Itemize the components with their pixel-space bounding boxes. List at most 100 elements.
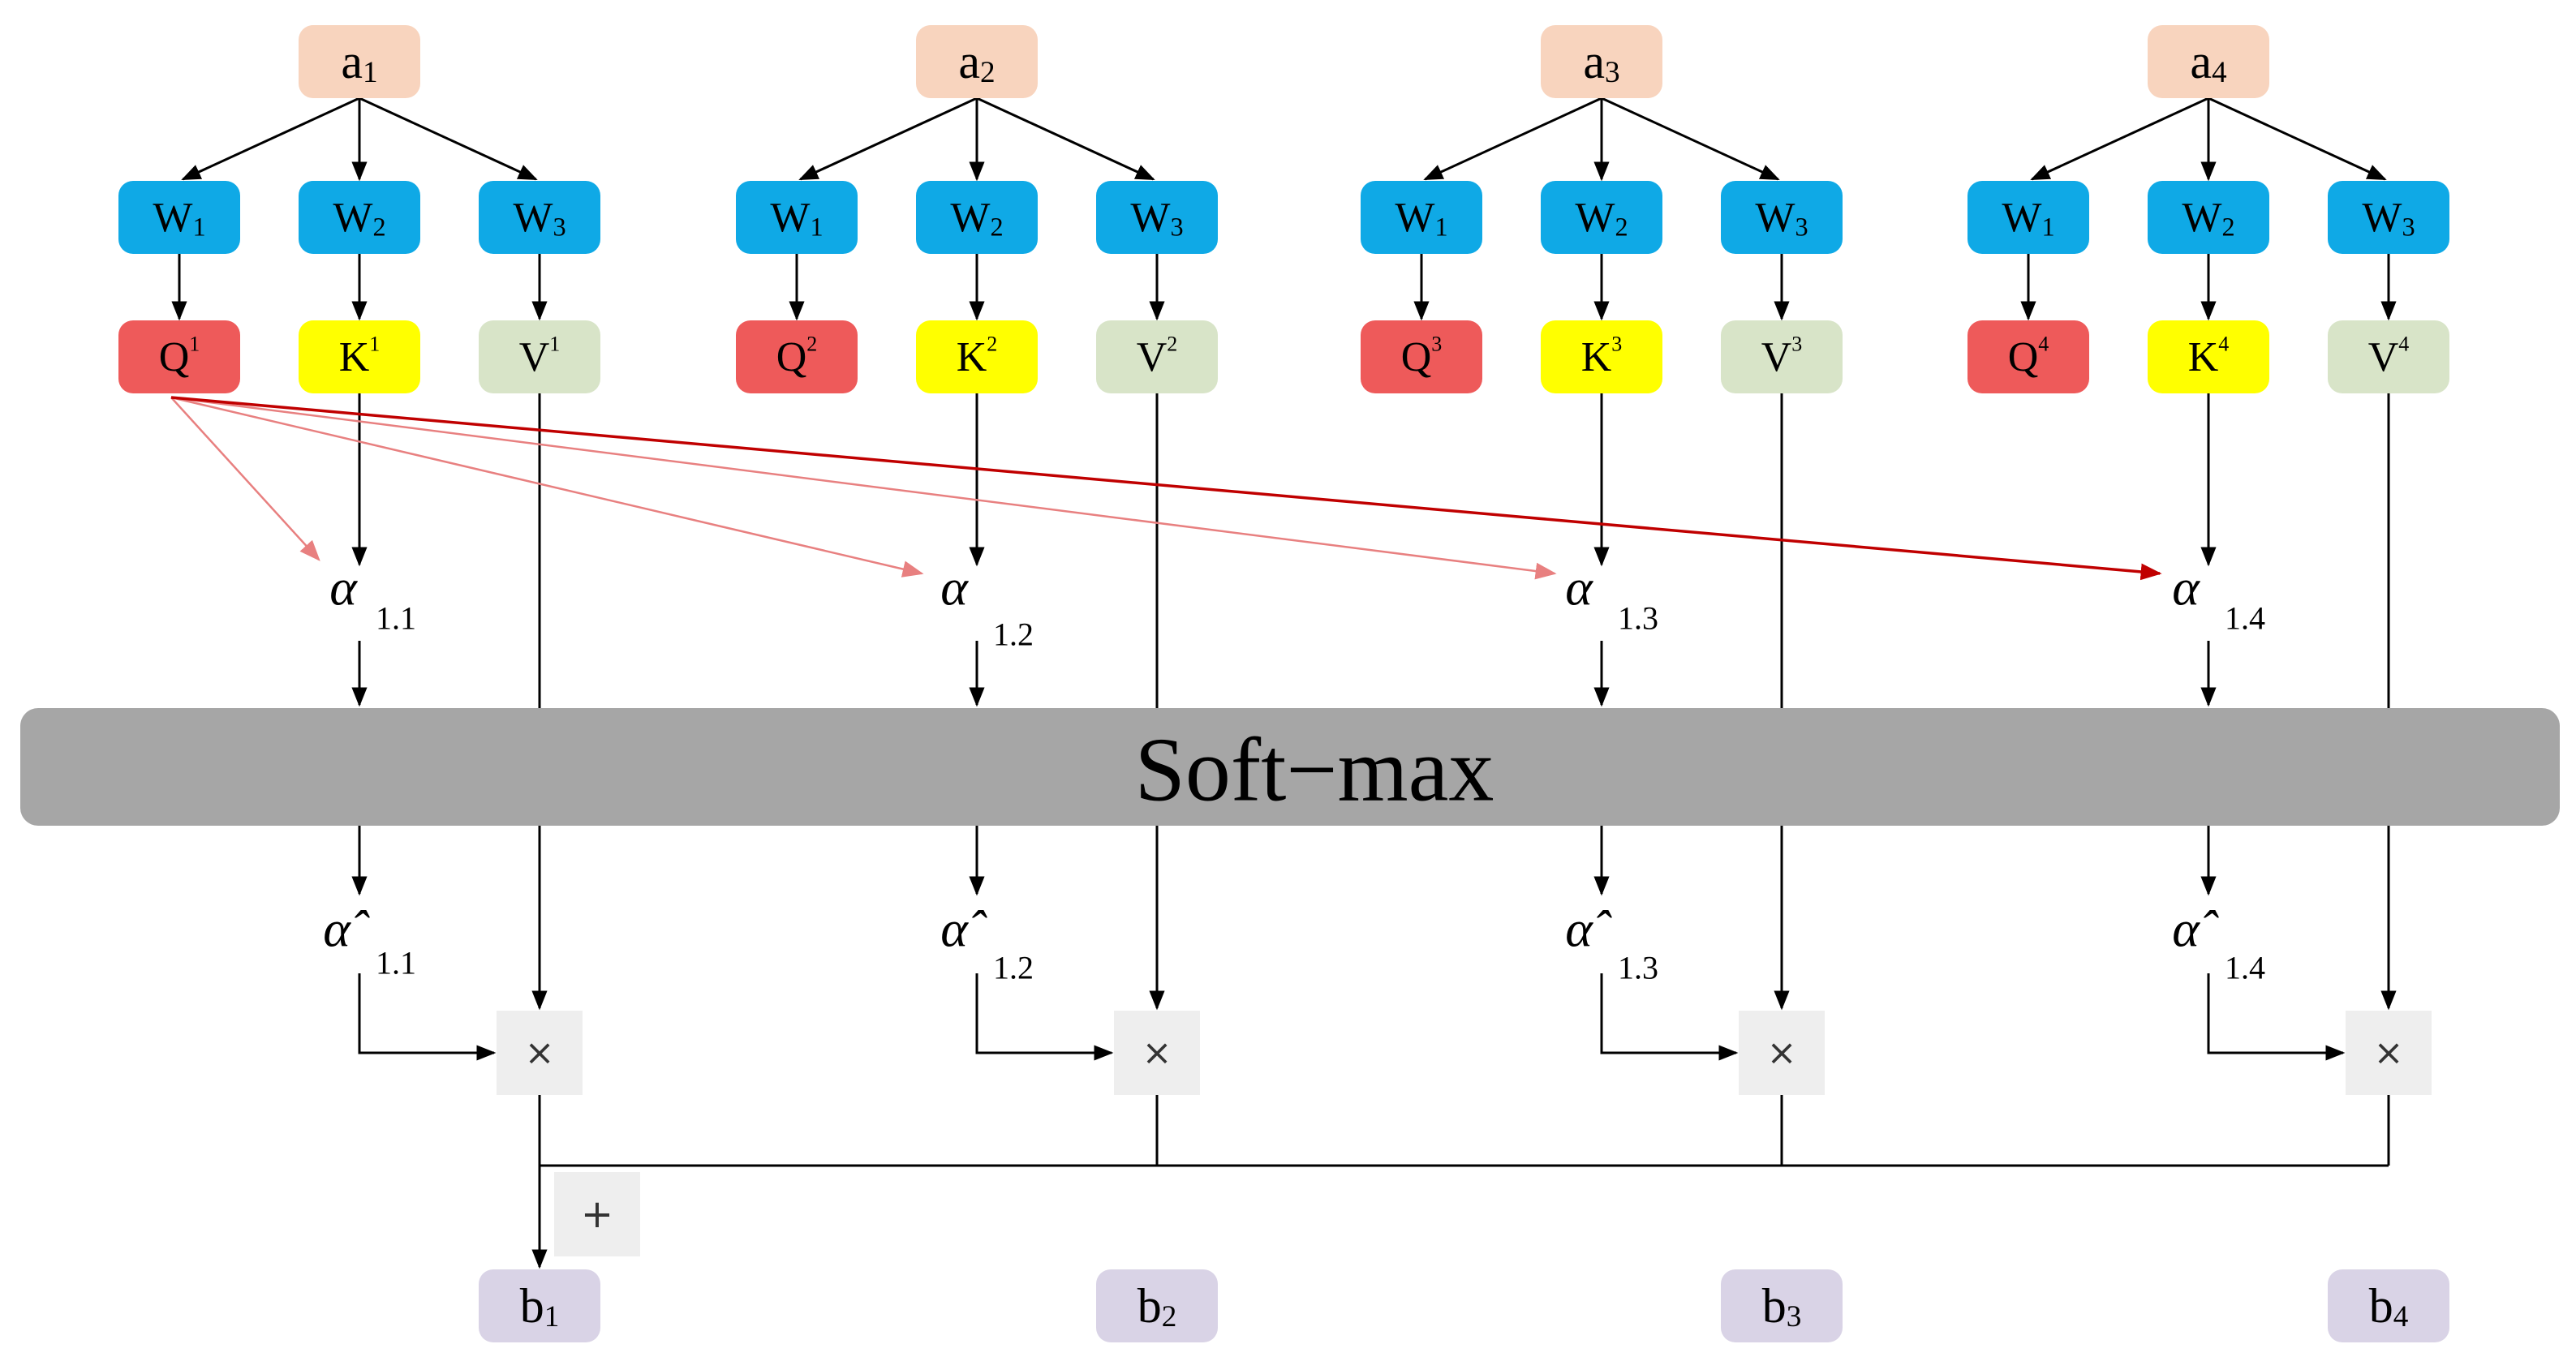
weight-w1-col3: W1 bbox=[1361, 181, 1482, 254]
alpha-hat-1-4-subscript: 1.4 bbox=[2225, 950, 2265, 986]
weight-w1-col2: W1 bbox=[736, 181, 858, 254]
output-b1-label: b1 bbox=[520, 1279, 560, 1333]
value-v4-label: V4 bbox=[2368, 332, 2410, 380]
weight-w3-col1-label: W3 bbox=[513, 195, 566, 242]
weight-w1-col3-label: W1 bbox=[1395, 195, 1447, 242]
output-b4: b4 bbox=[2328, 1269, 2449, 1342]
weight-w3-col3: W3 bbox=[1721, 181, 1843, 254]
input-a3-label: a3 bbox=[1583, 35, 1619, 89]
alpha-hat-1-3: α̂1.3 bbox=[1565, 900, 1658, 986]
key-k1-label: K1 bbox=[339, 332, 381, 380]
alpha-1-1-symbol: α bbox=[329, 559, 358, 616]
multiply-op-2: × bbox=[1114, 1011, 1200, 1095]
output-b3-shape bbox=[1721, 1269, 1843, 1342]
query-q1: Q1 bbox=[118, 320, 240, 393]
query-q3-label: Q3 bbox=[1401, 332, 1443, 380]
arrow-a4-to-w3 bbox=[2208, 97, 2387, 181]
value-v3-shape bbox=[1721, 320, 1843, 393]
output-b1-shape bbox=[479, 1269, 600, 1342]
weight-w2-col1-label: W2 bbox=[333, 195, 385, 242]
query-q4: Q4 bbox=[1967, 320, 2089, 393]
value-v1: V1 bbox=[479, 320, 600, 393]
key-k2-label: K2 bbox=[957, 332, 998, 380]
query-q1-shape bbox=[118, 320, 240, 393]
input-a4: a4 bbox=[2148, 25, 2269, 98]
weight-w1-col4-shape bbox=[1967, 181, 2089, 254]
alpha-1-2-symbol: α bbox=[940, 559, 969, 616]
alpha-hat-1-1-symbol: α̂ bbox=[323, 900, 370, 958]
output-b1: b1 bbox=[479, 1269, 600, 1342]
arrow-alphahat3-to-mult bbox=[1600, 973, 1739, 1061]
alpha-1-1: α1.1 bbox=[329, 559, 416, 637]
weight-w1-col1-label: W1 bbox=[153, 195, 205, 242]
weight-w2-col3: W2 bbox=[1541, 181, 1662, 254]
weight-w2-col2-shape bbox=[916, 181, 1038, 254]
alpha-hat-1-3-symbol: α̂ bbox=[1565, 900, 1612, 958]
output-b2-shape bbox=[1096, 1269, 1218, 1342]
softmax-label: Soft−max bbox=[1135, 720, 1494, 821]
weight-w3-col3-shape bbox=[1721, 181, 1843, 254]
input-a4-label: a4 bbox=[2190, 35, 2227, 89]
weight-w3-col4-label: W3 bbox=[2362, 195, 2415, 242]
multiply-op-1: × bbox=[497, 1011, 583, 1095]
alpha-1-2-subscript: 1.2 bbox=[993, 616, 1034, 653]
alpha-1-4: α 1.4 bbox=[2172, 559, 2265, 637]
input-a3: a3 bbox=[1541, 25, 1662, 98]
query-q2-shape bbox=[736, 320, 858, 393]
value-v1-shape bbox=[479, 320, 600, 393]
alpha-1-2: α 1.2 bbox=[940, 559, 1034, 653]
weight-w3-col3-label: W3 bbox=[1755, 195, 1808, 242]
alpha-hat-1-1-subscript: 1.1 bbox=[376, 945, 416, 981]
multiply-op-4-shape bbox=[2346, 1011, 2432, 1095]
arrow-a2-to-w3 bbox=[976, 97, 1155, 181]
query-q3-shape bbox=[1361, 320, 1482, 393]
arrow-q1-to-alpha-1-3 bbox=[170, 396, 1557, 580]
weight-w2-col1-shape bbox=[299, 181, 420, 254]
weight-w2-col4-label: W2 bbox=[2182, 195, 2234, 242]
value-v4: V4 bbox=[2328, 320, 2449, 393]
input-a2-shape bbox=[916, 25, 1038, 98]
key-k4-label: K4 bbox=[2188, 332, 2230, 380]
input-a4-shape bbox=[2148, 25, 2269, 98]
arrow-a2-to-w1 bbox=[798, 97, 978, 181]
arrow-a1-to-w3 bbox=[359, 97, 538, 181]
alpha-1-4-symbol: α bbox=[2172, 559, 2200, 616]
alpha-1-3: α1.3 bbox=[1565, 559, 1658, 637]
input-a1-shape bbox=[299, 25, 420, 98]
alpha-1-4-subscript: 1.4 bbox=[2225, 600, 2265, 637]
key-k2: K2 bbox=[916, 320, 1038, 393]
multiply-op-2-shape bbox=[1114, 1011, 1200, 1095]
weight-w3-col1-shape bbox=[479, 181, 600, 254]
weight-w1-col2-label: W1 bbox=[770, 195, 823, 242]
alpha-hat-1-3-subscript: 1.3 bbox=[1618, 950, 1658, 986]
alpha-hat-1-4-symbol: α̂ bbox=[2172, 900, 2219, 958]
arrow-alphahat2-to-mult bbox=[975, 973, 1114, 1061]
query-q2-label: Q2 bbox=[776, 332, 818, 380]
key-k2-shape bbox=[916, 320, 1038, 393]
query-q2: Q2 bbox=[736, 320, 858, 393]
weight-w1-col3-shape bbox=[1361, 181, 1482, 254]
alpha-hat-1-2-subscript: 1.2 bbox=[993, 950, 1034, 986]
weight-w1-col1: W1 bbox=[118, 181, 240, 254]
multiply-op-3-shape bbox=[1739, 1011, 1825, 1095]
multiply-op-3-symbol: × bbox=[1767, 1033, 1797, 1074]
multiply-op-3: × bbox=[1739, 1011, 1825, 1095]
connector-lines bbox=[170, 97, 2397, 1269]
alpha-hat-1-4: α̂1.4 bbox=[2172, 900, 2265, 986]
weight-w2-col3-shape bbox=[1541, 181, 1662, 254]
query-q4-label: Q4 bbox=[2008, 332, 2049, 380]
sum-op-symbol: + bbox=[581, 1192, 613, 1237]
alpha-hat-1-1: α̂1.1 bbox=[323, 900, 416, 981]
sum-op-shape bbox=[554, 1172, 640, 1256]
value-v1-label: V1 bbox=[519, 332, 561, 380]
weight-w2-col4-shape bbox=[2148, 181, 2269, 254]
output-b2-label: b2 bbox=[1137, 1279, 1177, 1333]
alpha-1-3-symbol: α bbox=[1565, 559, 1593, 616]
value-v2: V2 bbox=[1096, 320, 1218, 393]
key-k4: K4 bbox=[2148, 320, 2269, 393]
weight-w1-col4: W1 bbox=[1967, 181, 2089, 254]
output-b2: b2 bbox=[1096, 1269, 1218, 1342]
arrow-alphahat1-to-mult bbox=[358, 973, 497, 1061]
weight-w2-col1: W2 bbox=[299, 181, 420, 254]
